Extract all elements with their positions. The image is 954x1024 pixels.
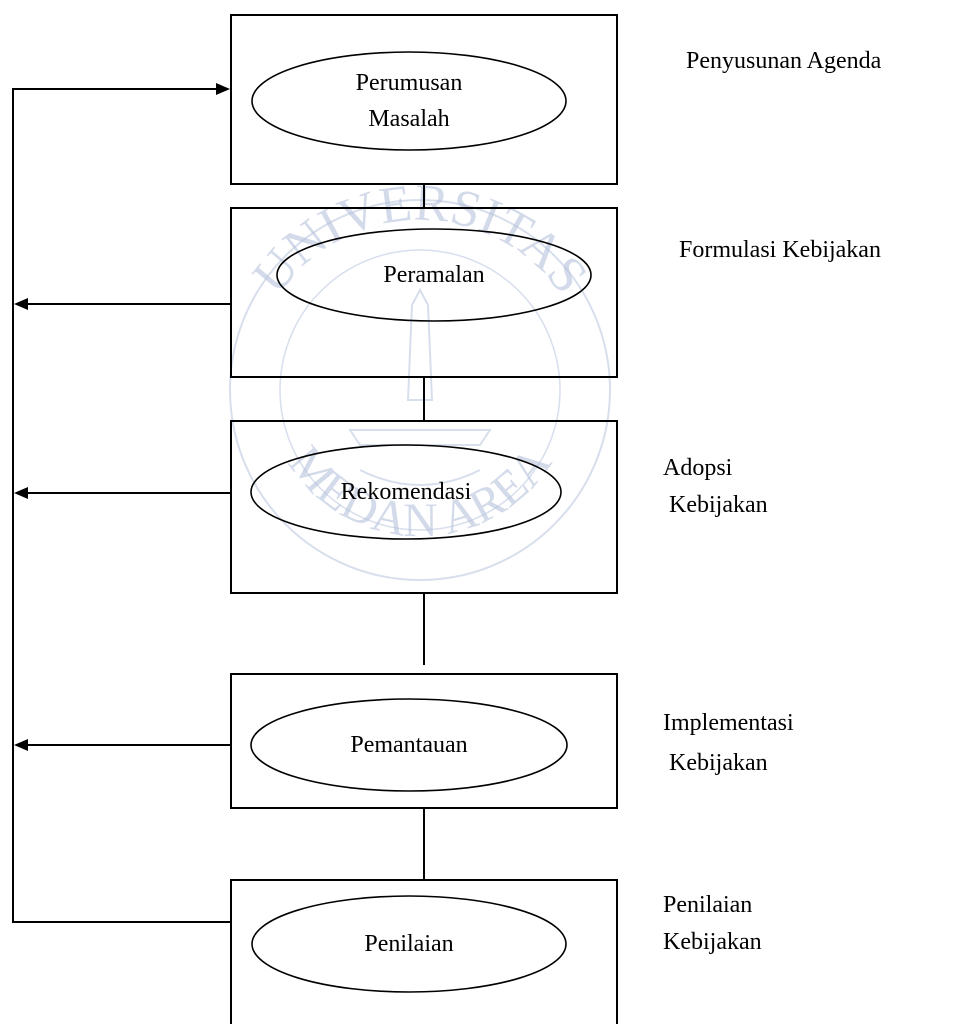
node-label-line: Penilaian xyxy=(364,931,453,957)
node-label-line: Perumusan xyxy=(356,70,463,96)
arrowhead-from-pemantauan xyxy=(14,739,28,751)
arrowhead-from-rekomendasi xyxy=(14,487,28,499)
box-pemantauan: Pemantauan xyxy=(230,673,618,809)
arrowhead-to-perumusan xyxy=(216,83,230,95)
node-label-line: Masalah xyxy=(368,106,449,132)
box-penilaian: Penilaian xyxy=(230,879,618,1024)
oval-penilaian xyxy=(251,895,567,993)
box-rekomendasi: Rekomendasi xyxy=(230,420,618,594)
stage-label-penilaian: Penilaian xyxy=(663,892,752,918)
stage-label-adopsi-2: Kebijakan xyxy=(663,492,768,518)
box-peramalan: Peramalan xyxy=(230,207,618,378)
stage-label-agenda: Penyusunan Agenda xyxy=(686,48,882,74)
arrowhead-from-peramalan xyxy=(14,298,28,310)
node-label-line: Pemantauan xyxy=(350,732,467,758)
oval-perumusan-masalah xyxy=(251,51,567,151)
stage-label-formulasi: Formulasi Kebijakan xyxy=(679,237,881,263)
node-label-line: Peramalan xyxy=(383,262,484,288)
stage-label-implementasi-2: Kebijakan xyxy=(663,750,768,776)
feedback-loop xyxy=(12,83,230,923)
box-perumusan-masalah: Perumusan Masalah xyxy=(230,14,618,185)
node-label-line: Rekomendasi xyxy=(341,479,472,505)
oval-pemantauan xyxy=(250,698,568,792)
stage-label-penilaian-2: Kebijakan xyxy=(663,929,762,955)
stage-label-implementasi: Implementasi xyxy=(663,710,794,736)
oval-rekomendasi xyxy=(250,444,562,540)
stage-labels: Penyusunan Agenda Formulasi Kebijakan Ad… xyxy=(663,48,882,955)
stage-label-adopsi: Adopsi xyxy=(663,455,733,481)
oval-peramalan xyxy=(276,228,592,322)
